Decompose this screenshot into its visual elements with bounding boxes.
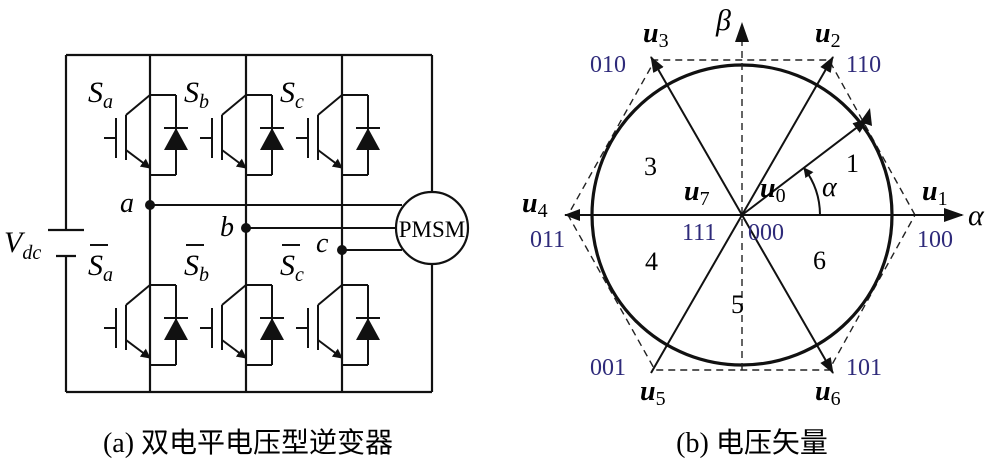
code-u5: 001 — [590, 355, 626, 381]
svg-text:Sb: Sb — [184, 249, 209, 286]
vector-label-u5: u5 — [640, 376, 666, 410]
reference-vector — [741, 118, 869, 216]
vector-u5 — [650, 214, 743, 374]
sector-4: 4 — [645, 247, 658, 276]
vector-u2 — [741, 56, 834, 216]
angle-arc — [803, 167, 821, 216]
node-b-dot — [241, 223, 251, 233]
igbt-cell-bottom-b — [200, 284, 284, 366]
node-label-b: b — [220, 212, 234, 243]
svg-text:Sc: Sc — [280, 249, 304, 286]
switch-label-bottom-a: Sa — [88, 244, 113, 286]
pmsm-motor-circle — [394, 190, 470, 266]
vector-label-u6: u6 — [815, 376, 841, 410]
vector-label-u0: u0 — [760, 173, 786, 207]
vector-u6 — [741, 214, 834, 374]
igbt-cell-top-c — [296, 94, 380, 176]
igbt-cell-bottom-a — [104, 284, 188, 366]
switch-label-top-a: Sa — [88, 76, 113, 113]
node-label-c: c — [316, 228, 329, 259]
beta-label: β — [715, 4, 731, 37]
switch-label-bottom-b: Sb — [184, 244, 209, 286]
code-u4: 011 — [530, 227, 565, 253]
code-u1: 100 — [917, 227, 953, 253]
alpha-label: α — [968, 199, 985, 232]
node-a-dot — [145, 200, 155, 210]
beta-axis-arrowhead — [735, 22, 749, 42]
pmsm-label: PMSM — [399, 217, 465, 242]
sector-6: 6 — [813, 246, 826, 275]
switch-label-bottom-c: Sc — [280, 244, 304, 286]
code-u2: 110 — [846, 52, 881, 78]
caption-b: (b) 电压矢量 — [676, 427, 828, 459]
sector-1: 1 — [846, 149, 859, 178]
switch-label-top-c: Sc — [280, 76, 304, 113]
vdc-label: Vdc — [4, 226, 41, 264]
node-label-a: a — [120, 188, 134, 219]
sector-3: 3 — [644, 152, 657, 181]
switch-label-top-b: Sb — [184, 76, 209, 113]
sector-5: 5 — [731, 290, 744, 319]
vector-label-u2: u2 — [815, 18, 841, 52]
vector-label-u4: u4 — [522, 188, 548, 222]
vector-label-u1: u1 — [922, 176, 948, 210]
circle-arrow-1 — [860, 108, 872, 126]
vector-label-u3: u3 — [643, 18, 669, 52]
vector-u3 — [650, 56, 743, 216]
inverter-circuit: PMSM Sa Sb Sc Sa Sb Sc a b c Vdc — [4, 53, 470, 394]
vector-label-u7: u7 — [684, 176, 710, 210]
caption-a: (a) 双电平电压型逆变器 — [103, 427, 393, 459]
code-u7: 111 — [682, 220, 716, 246]
svg-text:Sa: Sa — [88, 249, 113, 286]
node-c-dot — [337, 245, 347, 255]
code-u0: 000 — [748, 220, 784, 246]
angle-label: α — [822, 172, 838, 203]
igbt-cell-top-b — [200, 94, 284, 176]
code-u3: 010 — [590, 52, 626, 78]
igbt-cell-top-a — [104, 94, 188, 176]
vector-diagram: 1 3 4 5 6 β α α u1 u2 u3 u4 u5 u6 u0 u7 … — [522, 4, 985, 410]
alpha-axis-arrowhead — [944, 208, 964, 222]
igbt-cell-bottom-c — [296, 284, 380, 366]
code-u6: 101 — [846, 355, 882, 381]
